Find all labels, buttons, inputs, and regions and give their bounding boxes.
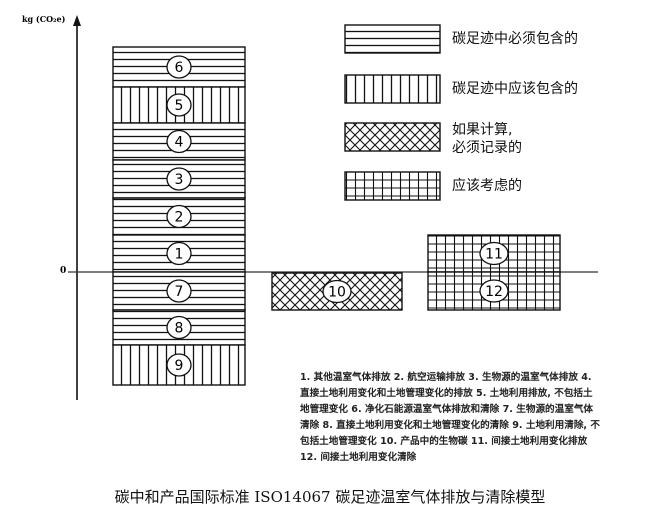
caption: 碳中和产品国际标准 ISO14067 碳足迹温室气体排放与清除模型 [114,488,546,506]
y-axis-arrow-icon [73,15,81,26]
y-axis-label: kg (CO₂e) [22,14,66,24]
block-10: 10 [271,272,403,311]
block-number: 7 [175,284,184,300]
legend-label-consider: 应该考虑的 [452,178,522,194]
block-number: 3 [175,172,184,188]
block-number: 10 [328,285,346,301]
legend-swatch-vertical [344,74,441,104]
block-label-circle [166,241,192,266]
block-2: 2 [112,197,246,236]
legend-swatch-crosshatch [344,122,441,152]
block-label-circle [166,353,192,377]
block-label-circle [166,279,192,303]
block-label-circle [322,279,352,304]
block-7: 7 [112,271,246,311]
legend-label-mandatory: 碳足迹中必须包含的 [452,31,578,47]
legend-label-record-2: 必须记录的 [452,140,522,156]
legend-swatch-horizontal [344,24,441,54]
legend-swatch-grid [344,171,441,201]
zero-label: 0 [60,266,67,276]
block-label-circle [166,204,192,229]
legend-label-record-1: 如果计算, [452,122,513,138]
block-1: 1 [112,234,246,273]
block-number: 2 [175,210,184,226]
block-label-circle [166,167,192,191]
block-12: 12 [427,271,561,311]
block-label-circle [166,129,192,154]
notes-text: 1. 其他温室气体排放 2. 航空运输排放 3. 生物源的温室气体排放 4. 直… [300,372,601,463]
block-rect [112,344,246,386]
block-number: 12 [485,284,503,300]
block-8: 8 [112,309,246,346]
block-label-circle [479,279,509,303]
block-label-circle [166,93,192,117]
block-label-circle [479,241,509,266]
block-9: 9 [112,344,246,386]
block-5: 5 [112,86,246,124]
block-3: 3 [112,159,246,199]
block-label-circle [166,55,192,79]
block-number: 8 [175,321,184,337]
block-11: 11 [427,234,561,273]
block-6: 6 [112,46,246,88]
block-number: 9 [175,358,184,374]
block-number: 5 [175,98,184,114]
block-number: 1 [175,247,184,263]
block-label-circle [166,315,192,340]
legend-label-optional: 碳足迹中应该包含的 [452,81,578,97]
block-4: 4 [112,122,246,161]
block-number: 11 [485,247,503,263]
block-number: 4 [175,135,184,151]
block-number: 6 [175,60,184,76]
